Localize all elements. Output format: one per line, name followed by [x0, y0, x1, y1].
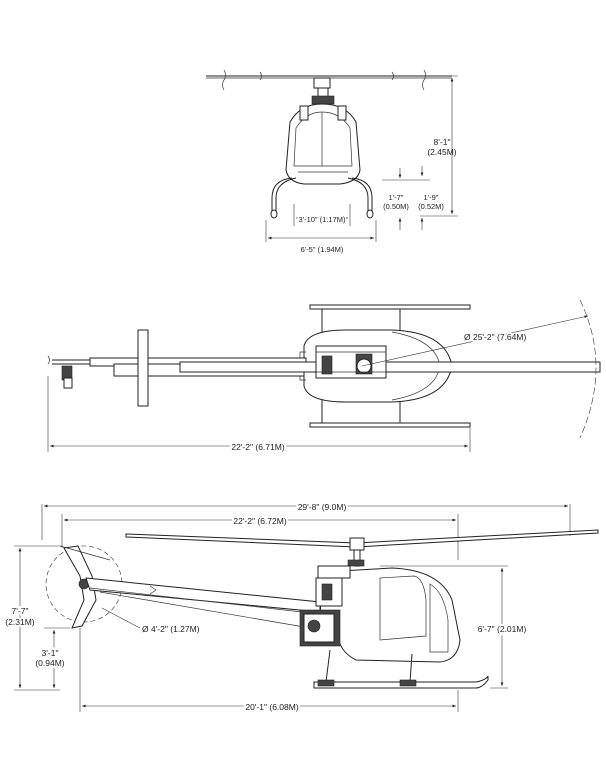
- side-overall-height-label: 6'-7" (2.01M): [478, 624, 527, 634]
- side-fuselage: [299, 565, 461, 663]
- front-skid-height-dimensions: [382, 166, 430, 230]
- side-view: 29'-8" (9.0M) 22'-2" (6.72M): [3, 500, 599, 714]
- side-main-rotor: [125, 529, 599, 567]
- top-main-rotor-blade: [179, 361, 601, 373]
- front-height-label: 8'-1": [434, 137, 451, 147]
- front-skid-height-left-metric: (0.50M): [383, 202, 409, 211]
- top-view: Ø 25'-2" (7.64M) 22'-2" (6.71M): [47, 299, 601, 454]
- top-rotor-disc-arc: [579, 299, 597, 439]
- top-rotor-diameter-label: Ø 25'-2" (7.64M): [464, 332, 526, 342]
- front-skid-height-right-metric: (0.52M): [418, 202, 444, 211]
- side-tail-boom: [85, 577, 321, 629]
- front-width-dimensions: [265, 204, 377, 242]
- front-skid-height-left-label: 1'-7": [389, 193, 404, 202]
- top-horizontal-stabilizer: [137, 329, 149, 407]
- side-tail-clearance-label: 3'-1": [42, 648, 59, 658]
- front-height-dimension: [420, 75, 458, 217]
- top-engine-hub: [315, 345, 387, 379]
- front-cabin-width-label: 3'-10" (1.17M): [298, 215, 346, 224]
- front-height-metric: (2.45M): [427, 147, 456, 157]
- side-overall-length-dimension: [41, 504, 571, 540]
- front-main-rotor: [206, 69, 452, 105]
- side-skid-length-dimension: [79, 628, 459, 712]
- front-skid-width-label: 6'-5" (1.94M): [301, 245, 344, 254]
- side-tail-clearance-dimension: [44, 627, 70, 688]
- top-length-label: 22'-2" (6.71M): [231, 442, 284, 452]
- side-overall-height-dimension: [380, 565, 508, 689]
- side-tail-height-dimension: [14, 545, 62, 691]
- side-fuselage-length-label: 22'-2" (6.72M): [233, 516, 286, 526]
- side-tail-rotor-diameter-label: Ø 4'-2" (1.27M): [142, 624, 200, 634]
- side-tail-height-metric: (2.31M): [5, 617, 34, 627]
- top-length-dimension: [47, 376, 471, 452]
- side-overall-length-label: 29'-8" (9.0M): [298, 502, 347, 512]
- front-cabin: [285, 103, 361, 185]
- side-skid-length-label: 20'-1" (6.08M): [245, 702, 298, 712]
- side-landing-gear: [313, 649, 489, 689]
- side-tail-clearance-metric: (0.94M): [35, 658, 64, 668]
- front-view: 8'-1" (2.45M) 1'-7" (0.50M) 1'-9" (0.52M…: [206, 69, 458, 254]
- side-fuselage-length-dimension: [61, 514, 459, 560]
- front-skid-height-right-label: 1'-9": [424, 193, 439, 202]
- front-landing-gear: [270, 177, 374, 219]
- top-tail-rotor: [47, 355, 90, 389]
- top-skids: [309, 304, 471, 428]
- side-tail-height-label: 7'-7": [12, 606, 29, 616]
